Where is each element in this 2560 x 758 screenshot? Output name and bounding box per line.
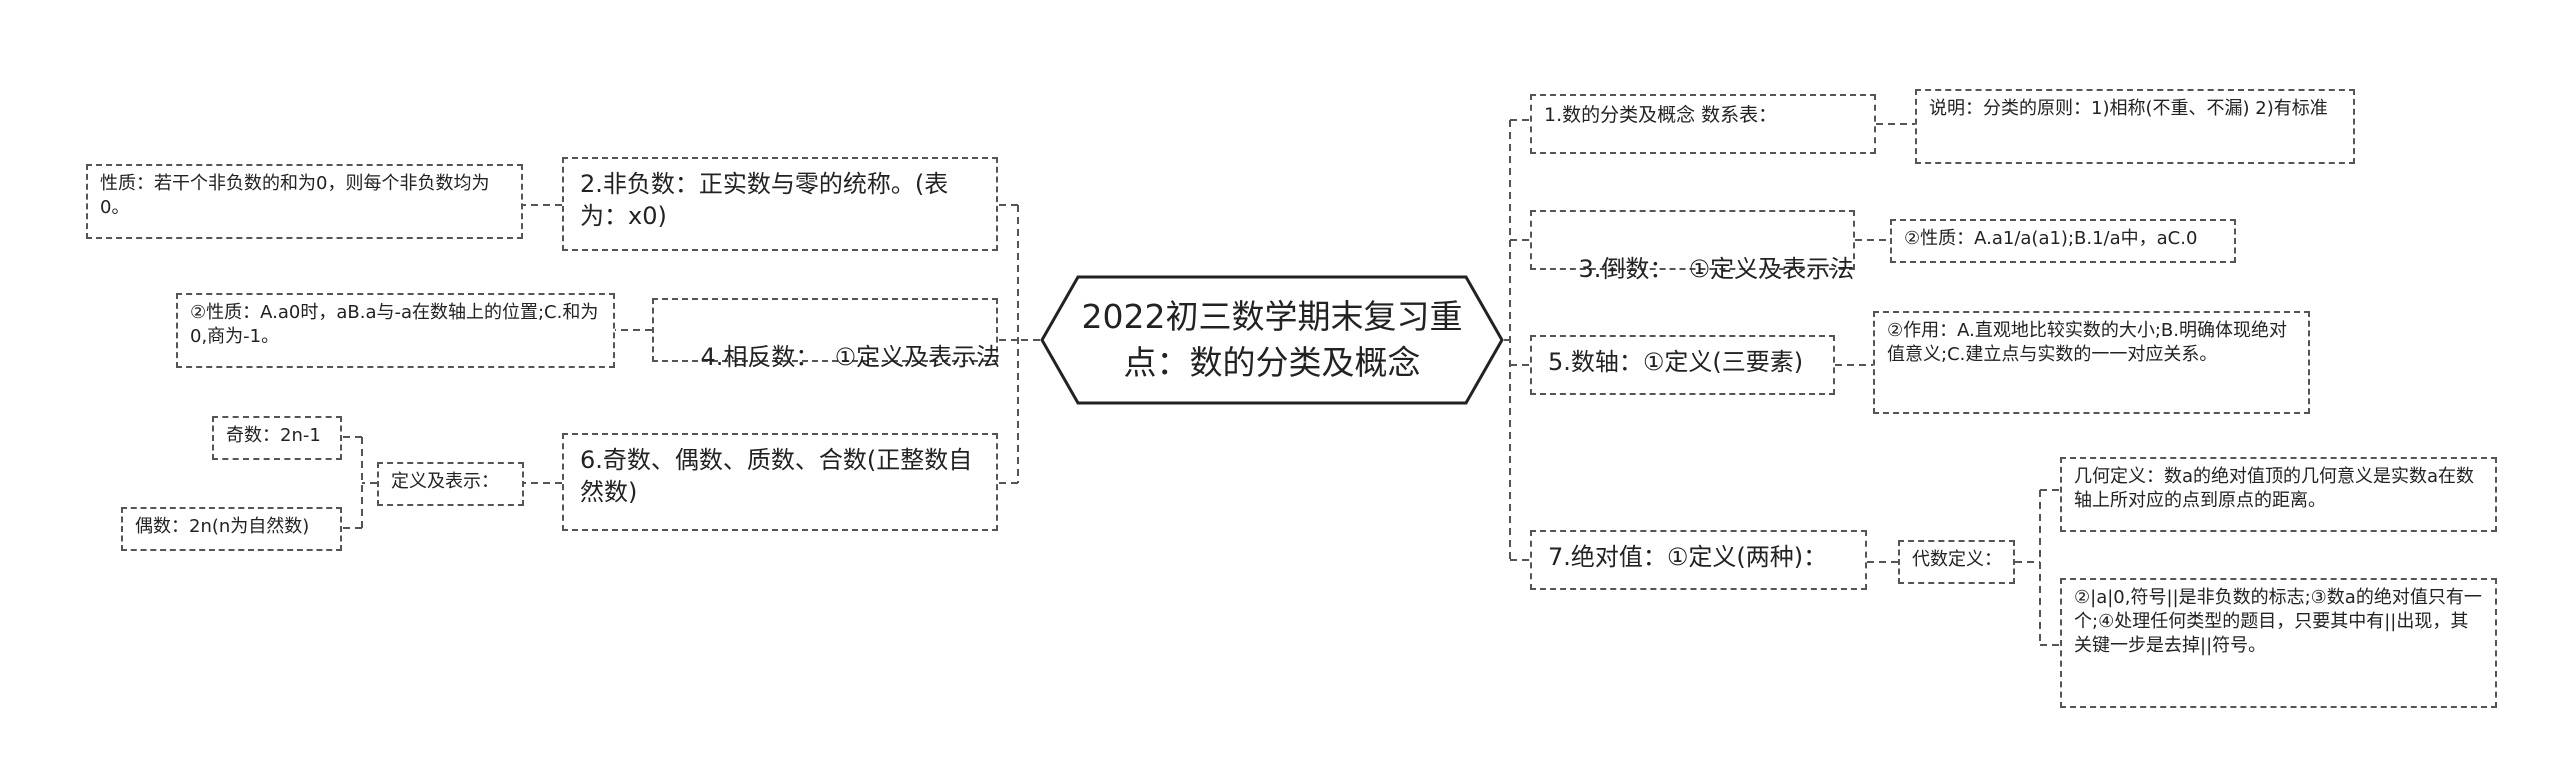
node-absolute-value[interactable]: 7.绝对值：①定义(两种)： xyxy=(1530,530,1867,590)
central-topic-shape xyxy=(1040,275,1504,405)
node-classification-note-text: 说明：分类的原则：1)相称(不重、不漏) 2)有标准 xyxy=(1929,98,2328,119)
node-absolute-value-label: 7.绝对值：①定义(两种)： xyxy=(1548,543,1828,571)
node-nonnegative-property-text: 性质：若干个非负数的和为0，则每个非负数均为0。 xyxy=(100,173,490,218)
node-reciprocal-label: 3.倒数： ①定义及表示法 xyxy=(1578,254,1855,283)
node-absolute-property-text: ②|a|0,符号||是非负数的标志;③数a的绝对值只有一个;④处理任何类型的题目… xyxy=(2074,587,2482,656)
node-opposite-property[interactable]: ②性质：A.a0时，aB.a与-a在数轴上的位置;C.和为0,商为-1。 xyxy=(176,293,615,368)
node-odd-number-text: 奇数：2n-1 xyxy=(226,425,321,446)
node-even-number[interactable]: 偶数：2n(n为自然数) xyxy=(121,507,342,551)
node-opposite-label: 4.相反数： ①定义及表示法 xyxy=(700,342,1001,371)
central-topic[interactable]: 2022初三数学期末复习重点：数的分类及概念 xyxy=(1040,275,1504,405)
node-nonnegative-label: 2.非负数：正实数与零的统称。(表为：x0) xyxy=(580,170,949,230)
node-number-line[interactable]: 5.数轴：①定义(三要素) xyxy=(1530,335,1835,395)
node-geometric-definition[interactable]: 几何定义：数a的绝对值顶的几何意义是实数a在数轴上所对应的点到原点的距离。 xyxy=(2060,457,2497,532)
node-classification-label: 1.数的分类及概念 数系表： xyxy=(1544,104,1778,126)
node-reciprocal-property[interactable]: ②性质：A.a1/a(a1);B.1/a中，aC.0 xyxy=(1890,219,2236,263)
node-classification-note[interactable]: 说明：分类的原则：1)相称(不重、不漏) 2)有标准 xyxy=(1915,89,2355,164)
node-definition-notation-text: 定义及表示： xyxy=(391,471,499,492)
node-opposite-property-text: ②性质：A.a0时，aB.a与-a在数轴上的位置;C.和为0,商为-1。 xyxy=(190,302,599,347)
node-classification[interactable]: 1.数的分类及概念 数系表： xyxy=(1530,94,1876,154)
node-definition-notation[interactable]: 定义及表示： xyxy=(377,462,524,506)
node-odd-even[interactable]: 6.奇数、偶数、质数、合数(正整数自然数) xyxy=(562,433,998,531)
node-even-number-text: 偶数：2n(n为自然数) xyxy=(135,516,310,537)
central-topic-text: 2022初三数学期末复习重点：数的分类及概念 xyxy=(1081,296,1463,382)
node-reciprocal[interactable]: 3.倒数： ①定义及表示法 xyxy=(1530,210,1855,283)
node-number-line-label: 5.数轴：①定义(三要素) xyxy=(1548,348,1804,376)
node-geometric-definition-text: 几何定义：数a的绝对值顶的几何意义是实数a在数轴上所对应的点到原点的距离。 xyxy=(2074,466,2475,511)
node-odd-number[interactable]: 奇数：2n-1 xyxy=(212,416,342,460)
node-algebraic-definition-text: 代数定义： xyxy=(1912,549,2002,570)
node-absolute-property[interactable]: ②|a|0,符号||是非负数的标志;③数a的绝对值只有一个;④处理任何类型的题目… xyxy=(2060,578,2497,708)
node-nonnegative[interactable]: 2.非负数：正实数与零的统称。(表为：x0) xyxy=(562,157,998,251)
node-nonnegative-property[interactable]: 性质：若干个非负数的和为0，则每个非负数均为0。 xyxy=(86,164,523,239)
node-reciprocal-property-text: ②性质：A.a1/a(a1);B.1/a中，aC.0 xyxy=(1904,228,2198,249)
node-number-line-usage-text: ②作用：A.直观地比较实数的大小;B.明确体现绝对值意义;C.建立点与实数的一一… xyxy=(1887,320,2287,365)
node-number-line-usage[interactable]: ②作用：A.直观地比较实数的大小;B.明确体现绝对值意义;C.建立点与实数的一一… xyxy=(1873,311,2310,414)
node-algebraic-definition[interactable]: 代数定义： xyxy=(1898,540,2015,584)
node-opposite[interactable]: 4.相反数： ①定义及表示法 xyxy=(652,298,1000,371)
node-odd-even-label: 6.奇数、偶数、质数、合数(正整数自然数) xyxy=(580,446,973,506)
